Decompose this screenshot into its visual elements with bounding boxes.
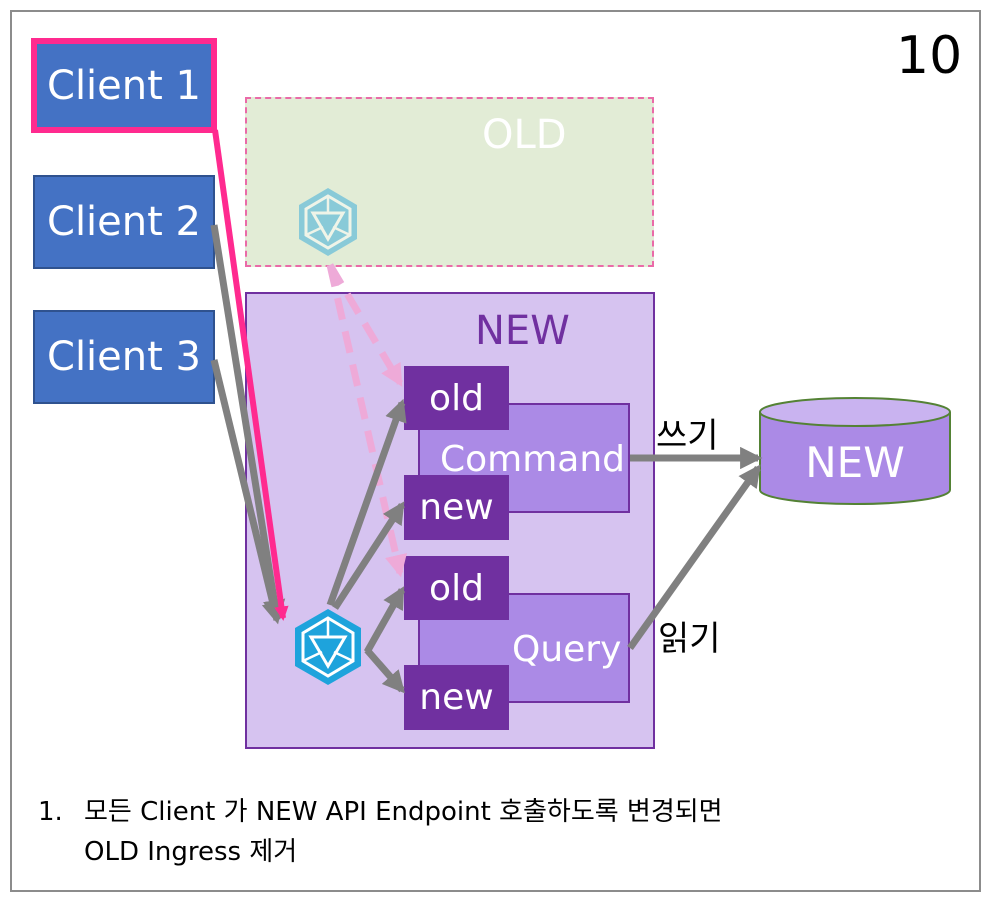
client-3-box: Client 3 [33,310,215,404]
client-3-label: Client 3 [47,334,201,380]
client-1-highlighted-arrow [212,129,289,621]
old-ingress-icon [299,188,357,256]
command-service: Command [418,403,630,513]
database-label: NEW [805,438,904,487]
database-cylinder [759,397,951,505]
new-area-label: NEW [475,308,570,354]
client-3-arrow [210,359,284,625]
ingress-to-query-new-arrow [364,647,405,694]
query-to-db-arrow [627,464,761,651]
query-old-tag: old [404,556,509,620]
note-line-1: 모든 Client 가 NEW API Endpoint 호출하도록 변경되면 [84,797,723,827]
query-label: Query [512,629,622,670]
command-old-tag: old [404,366,509,430]
new-ingress-icon [295,609,361,685]
old-ingress-to-query-old-arrow [326,264,407,578]
client-1-box: Client 1 [31,38,217,133]
slide-number: 10 [896,26,963,86]
write-label: 쓰기 [656,416,719,456]
client-2-box: Client 2 [33,175,215,269]
ingress-to-query-old-arrow [363,586,406,654]
read-label: 읽기 [658,619,721,659]
note-line-2: OLD Ingress 제거 [84,837,298,867]
old-ingress-to-command-old-arrow [326,263,404,387]
ingress-to-command-old-arrow [326,398,407,607]
old-area-label: OLD [482,112,567,158]
old-area [245,97,654,267]
ingress-to-command-new-arrow [332,501,405,610]
client-2-arrow [210,224,286,623]
client-2-label: Client 2 [47,199,201,245]
command-label: Command [440,439,626,480]
client-1-label: Client 1 [47,62,201,109]
query-new-tag: new [404,665,509,730]
note-number: 1. [38,797,63,827]
slide-frame [10,10,981,892]
command-new-tag: new [404,475,509,540]
